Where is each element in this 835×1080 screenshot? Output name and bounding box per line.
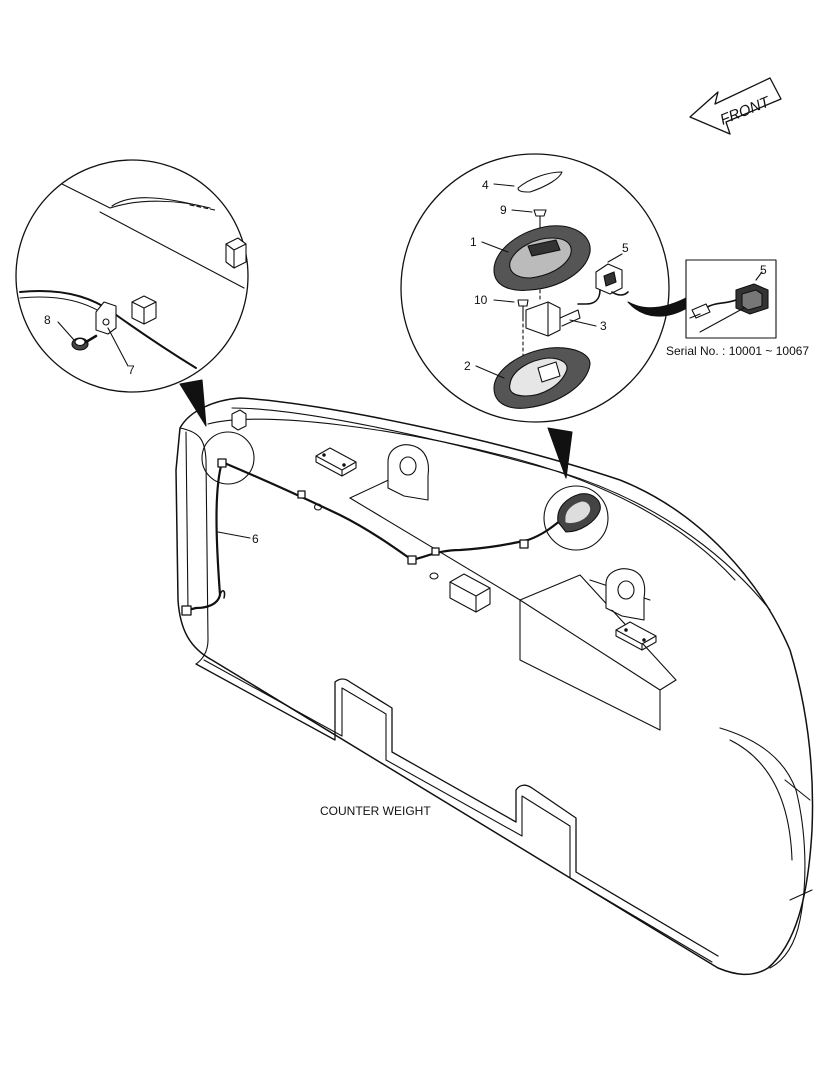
inset-callout-5: 5 bbox=[760, 263, 767, 277]
callout-6: 6 bbox=[252, 532, 259, 546]
mount-pad-3 bbox=[615, 621, 657, 651]
callout-2: 2 bbox=[464, 359, 471, 373]
callout-6-leader bbox=[217, 531, 251, 539]
pointer-right bbox=[547, 427, 573, 479]
counter-weight-body bbox=[175, 397, 814, 976]
callout-1: 1 bbox=[470, 235, 477, 249]
detail-circle-left bbox=[15, 159, 249, 393]
lifting-eye-left bbox=[387, 444, 430, 501]
focus-circle-right bbox=[543, 485, 609, 551]
callout-10: 10 bbox=[474, 293, 488, 307]
callout-3: 3 bbox=[600, 319, 607, 333]
callout-5: 5 bbox=[622, 241, 629, 255]
lifting-eye-right bbox=[605, 568, 646, 621]
mount-pad-2 bbox=[449, 573, 491, 613]
callout-4: 4 bbox=[482, 178, 489, 192]
corner-block bbox=[231, 409, 247, 431]
lamp-on-body bbox=[557, 493, 601, 533]
mount-pad-1 bbox=[315, 447, 357, 477]
callout-9: 9 bbox=[500, 203, 507, 217]
pointer-left bbox=[179, 379, 207, 427]
front-arrow: FRONT bbox=[689, 77, 782, 135]
detail-circle-right bbox=[400, 153, 670, 423]
callout-7: 7 bbox=[128, 363, 135, 377]
counter-weight-label: COUNTER WEIGHT bbox=[320, 804, 431, 818]
nut-small bbox=[313, 503, 439, 580]
callout-8: 8 bbox=[44, 313, 51, 327]
focus-circle-left bbox=[201, 431, 255, 485]
wiring-harness bbox=[181, 458, 568, 616]
serial-note: Serial No. : 10001 ~ 10067 bbox=[666, 344, 809, 358]
serial-inset-box bbox=[685, 259, 777, 339]
